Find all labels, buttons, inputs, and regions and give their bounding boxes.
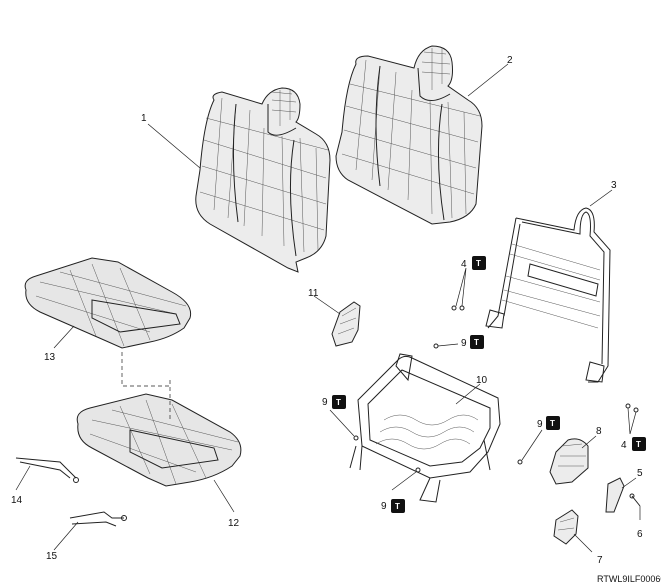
torque-icon: T xyxy=(332,395,346,409)
part-1-seatback-pad xyxy=(195,87,331,273)
callout-9a: 9 xyxy=(461,338,467,349)
callout-7: 7 xyxy=(597,555,603,566)
reference-code: RTWL9ILF000601 xyxy=(597,574,661,584)
svg-text:T: T xyxy=(476,259,481,268)
relation-lines-13-12 xyxy=(121,352,171,420)
torque-icon: T xyxy=(546,416,560,430)
svg-text:T: T xyxy=(395,502,400,511)
bolts xyxy=(353,305,639,473)
part-10-seat-cushion-frame xyxy=(349,353,501,503)
torque-icon: T xyxy=(391,499,405,513)
callout-10: 10 xyxy=(476,375,488,386)
callout-12: 12 xyxy=(228,518,240,529)
part-2-seatback-pad xyxy=(335,45,483,225)
callouts: 1 2 3 4 4 5 6 7 8 9 9 9 9 10 11 12 13 14… xyxy=(11,55,643,566)
part-6-screw xyxy=(629,493,641,507)
callout-8: 8 xyxy=(596,426,602,437)
callout-9c: 9 xyxy=(537,419,543,430)
part-13-seat-cushion-pad xyxy=(24,257,192,349)
torque-icon: T xyxy=(470,335,484,349)
svg-text:T: T xyxy=(474,338,479,347)
torque-symbols: T T T T T T xyxy=(332,256,646,513)
callout-3: 3 xyxy=(611,180,617,191)
torque-icon: T xyxy=(632,437,646,451)
part-15-harness xyxy=(69,511,127,527)
callout-5: 5 xyxy=(637,468,643,479)
svg-text:T: T xyxy=(336,398,341,407)
part-5-lever xyxy=(605,477,625,513)
callout-14: 14 xyxy=(11,495,23,506)
svg-text:T: T xyxy=(636,440,641,449)
callout-15: 15 xyxy=(46,551,58,562)
part-12-seat-cushion-pad xyxy=(76,393,242,487)
part-11-side-cover xyxy=(331,301,361,347)
torque-icon: T xyxy=(472,256,486,270)
callout-4a: 4 xyxy=(461,259,467,270)
callout-9b: 9 xyxy=(322,397,328,408)
callout-4b: 4 xyxy=(621,440,627,451)
part-3-seatback-frame xyxy=(485,207,611,383)
callout-2: 2 xyxy=(507,55,513,66)
part-14-harness xyxy=(15,457,79,483)
leader-lines xyxy=(15,63,641,553)
part-7-cover-bracket xyxy=(553,509,579,545)
callout-1: 1 xyxy=(141,113,147,124)
callout-6: 6 xyxy=(637,529,643,540)
svg-text:T: T xyxy=(550,419,555,428)
part-8-recliner-cover xyxy=(549,438,589,485)
callout-13: 13 xyxy=(44,352,56,363)
callout-9d: 9 xyxy=(381,501,387,512)
callout-11: 11 xyxy=(308,288,319,299)
